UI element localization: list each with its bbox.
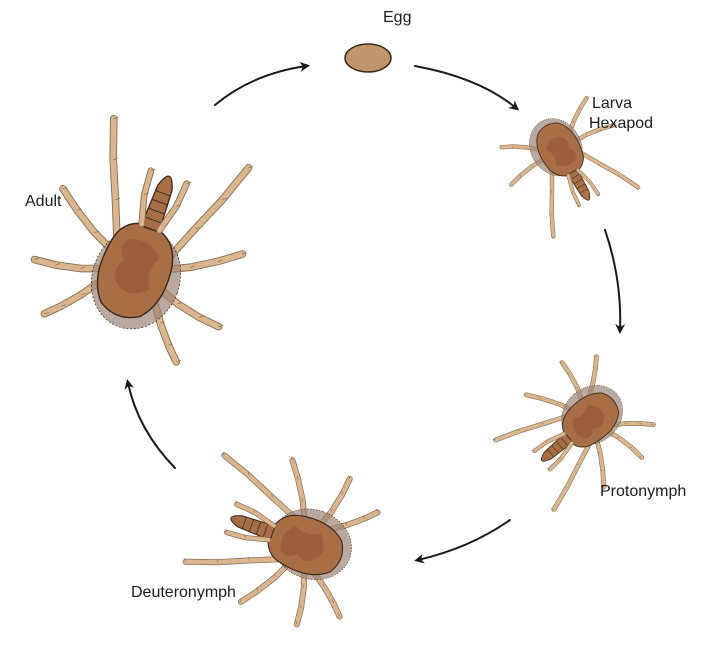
adult-label-text: Adult (25, 192, 61, 212)
egg-label: Egg (383, 8, 411, 28)
larva-label-text: Larva (589, 94, 653, 114)
arrow-adult-to-egg (215, 66, 306, 105)
protonymph-label: Protonymph (600, 482, 686, 502)
adult-label: Adult (25, 192, 61, 212)
egg-label-text: Egg (383, 8, 411, 28)
hexapod-label-text: Hexapod (589, 114, 653, 134)
arrow-larva-to-protonymph (605, 230, 620, 330)
egg-shape (345, 44, 391, 72)
adult-mite (18, 107, 278, 373)
protonymph-label-text: Protonymph (600, 482, 686, 502)
deuteronymph-label: Deuteronymph (131, 583, 236, 603)
arrow-egg-to-larva (415, 66, 516, 108)
arrow-protonymph-to-deuteronymph (418, 520, 510, 560)
arrow-deuteronymph-to-adult (128, 383, 175, 468)
mites-layer (18, 91, 665, 637)
deuteronymph-label-text: Deuteronymph (131, 583, 236, 603)
deuteronymph-mite (176, 432, 386, 637)
larva-label: Larva Hexapod (589, 94, 653, 134)
